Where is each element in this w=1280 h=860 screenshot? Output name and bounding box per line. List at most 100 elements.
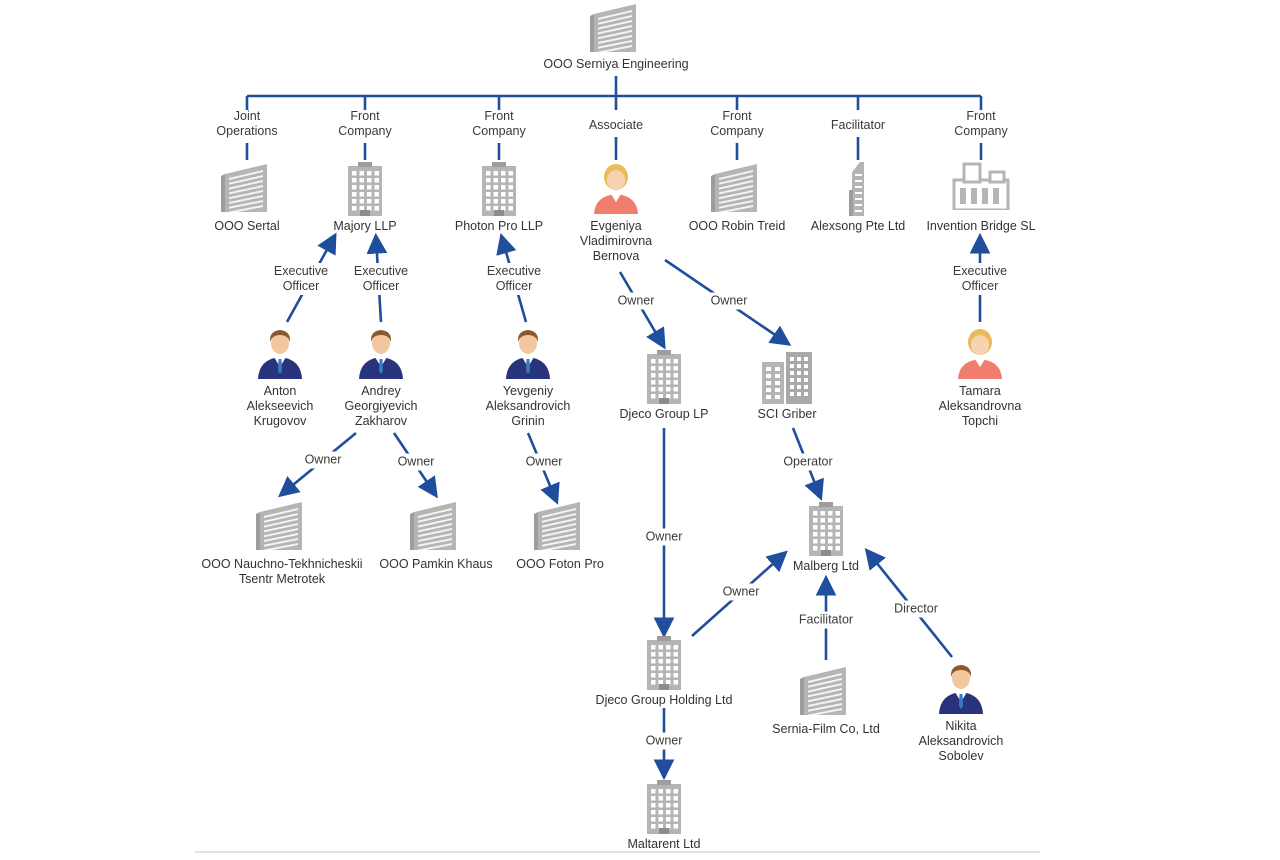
branch-relation-6-line: Company — [954, 124, 1008, 138]
office-building-icon — [219, 162, 275, 219]
tower-building-icon — [344, 162, 386, 221]
branch-relation-4-line: Front — [722, 109, 752, 123]
tamara-label-line: Tamara — [959, 384, 1001, 398]
office-building-icon — [254, 500, 310, 557]
pamkin-label: OOO Pamkin Khaus — [379, 557, 492, 572]
rel-tamara-invention-line: Executive — [952, 264, 1008, 278]
branch-relation-3: Associate — [589, 118, 643, 133]
anton-label-line: Anton — [263, 384, 297, 398]
rel-yevgeniy-foton: Owner — [523, 453, 565, 471]
andrey-label-line: Andrey — [361, 384, 401, 398]
branch-entity-0-line: OOO Sertal — [214, 219, 280, 233]
branch-entity-5: Alexsong Pte Ltd — [811, 219, 906, 234]
tower-building-icon — [643, 636, 685, 695]
factory-building-icon — [952, 162, 1010, 215]
sernia_film-label: Sernia-Film Co, Ltd — [772, 722, 880, 737]
male-person-icon — [255, 327, 305, 384]
djeco_holding-label-line: Djeco Group Holding Ltd — [595, 693, 733, 707]
rel-nikita-malberg-line: Director — [894, 601, 938, 616]
root-label: OOO Serniya Engineering — [543, 57, 688, 72]
office-building-icon — [709, 162, 765, 219]
rel-djecolp-holding: Owner — [643, 528, 685, 546]
djeco_lp-label: Djeco Group LP — [620, 407, 709, 422]
branch-entity-3-line: Evgeniya — [590, 219, 642, 233]
maltarent-label: Maltarent Ltd — [628, 837, 701, 852]
twin-buildings-icon — [760, 350, 814, 409]
anton-label-line: Krugovov — [253, 414, 307, 428]
male-person-icon — [356, 327, 406, 384]
tower-building-icon — [805, 502, 847, 561]
branch-relation-3-line: Associate — [588, 118, 644, 132]
female-person-icon — [591, 162, 641, 219]
root-label-line: OOO Serniya Engineering — [543, 57, 689, 71]
skyscraper-icon — [846, 162, 870, 221]
branch-entity-6-line: Invention Bridge SL — [926, 219, 1036, 233]
branch-relation-5-line: Facilitator — [830, 118, 886, 132]
branch-relation-2-line: Company — [472, 124, 526, 138]
branch-entity-1-line: Majory LLP — [333, 219, 397, 233]
tamara-label-line: Aleksandrovna — [938, 399, 1022, 413]
branch-relation-6-line: Front — [966, 109, 996, 123]
rel-holding-maltarent: Owner — [643, 732, 685, 750]
office-building-icon — [798, 665, 854, 722]
tower-building-icon — [643, 780, 685, 839]
yevgeniy-label-line: Grinin — [511, 414, 545, 428]
branch-entity-4-line: OOO Robin Treid — [688, 219, 786, 233]
rel-yevgeniy-photon-line: Officer — [495, 279, 533, 293]
rel-evgeniya-djecolp-line: Owner — [617, 293, 655, 308]
rel-evgeniya-sci: Owner — [708, 292, 750, 310]
branch-entity-6: Invention Bridge SL — [926, 219, 1035, 234]
rel-djecolp-holding-line: Owner — [645, 529, 683, 544]
office-building-icon — [532, 500, 588, 557]
tamara-label-line: Topchi — [961, 414, 999, 428]
rel-yevgeniy-foton-line: Owner — [525, 454, 563, 469]
pamkin-label-line: OOO Pamkin Khaus — [379, 557, 493, 571]
tower-building-icon — [643, 350, 685, 409]
branch-relation-0-line: Joint — [233, 109, 261, 123]
rel-andrey-nauchno-line: Owner — [304, 452, 342, 467]
branch-entity-3-line: Vladimirovna — [579, 234, 653, 248]
rel-andrey-majory-line: Officer — [362, 279, 400, 293]
nikita-label-line: Sobolev — [938, 749, 984, 763]
female-person-icon — [955, 327, 1005, 384]
rel-holding-malberg: Owner — [720, 583, 762, 601]
sernia_film-label-line: Sernia-Film Co, Ltd — [772, 722, 880, 736]
djeco_lp-label-line: Djeco Group LP — [619, 407, 709, 421]
branch-relation-2-line: Front — [484, 109, 514, 123]
foton-label: OOO Foton Pro — [516, 557, 604, 572]
rel-nikita-malberg: Director — [892, 600, 940, 618]
rel-yevgeniy-photon-line: Executive — [486, 264, 542, 278]
rel-anton-majory-line: Officer — [282, 279, 320, 293]
branch-relation-4-line: Company — [710, 124, 764, 138]
andrey-label-line: Georgiyevich — [344, 399, 418, 413]
malberg-label-line: Malberg Ltd — [792, 559, 860, 573]
branch-entity-0: OOO Sertal — [214, 219, 279, 234]
malberg-label: Malberg Ltd — [793, 559, 859, 574]
male-person-icon — [503, 327, 553, 384]
rel-andrey-majory-line: Executive — [353, 264, 409, 278]
nauchno-label-line: OOO Nauchno-Tekhnicheskii — [201, 557, 363, 571]
footer-divider — [195, 851, 1040, 853]
rel-sci-malberg-line: Operator — [783, 454, 833, 469]
andrey-label-line: Zakharov — [354, 414, 408, 428]
male-person-icon — [936, 662, 986, 719]
rel-evgeniya-sci-line: Owner — [710, 293, 748, 308]
branch-relation-1-line: Company — [338, 124, 392, 138]
rel-tamara-invention-line: Officer — [961, 279, 999, 293]
branch-relation-5: Facilitator — [831, 118, 885, 133]
djeco_holding-label: Djeco Group Holding Ltd — [596, 693, 733, 708]
